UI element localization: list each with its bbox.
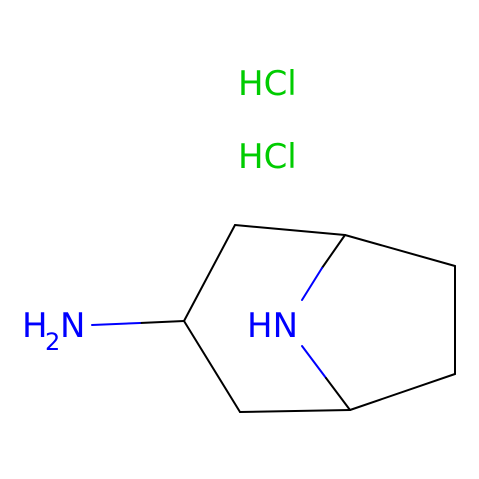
bond-c1-c7 bbox=[344, 234, 456, 267]
hcl-label-1: HCl bbox=[238, 64, 297, 104]
bond-n8-c5-nitrogen-half bbox=[301, 345, 327, 379]
bond-c3-nh2-nitrogen-half bbox=[91, 322, 141, 326]
bond-c3-nh2-carbon-half bbox=[139, 320, 185, 324]
amine-n: N bbox=[60, 306, 85, 346]
hcl-label-2: HCl bbox=[238, 137, 297, 177]
bond-c1-n8-nitrogen-half bbox=[301, 267, 323, 301]
bond-n8-c5-carbon-half bbox=[325, 377, 351, 411]
bond-group-carbon bbox=[183, 224, 456, 413]
bond-c3-c2 bbox=[183, 224, 236, 322]
bond-c4-c3 bbox=[183, 320, 241, 413]
bond-c6-c5 bbox=[349, 373, 456, 411]
bridge-nh-label: HN bbox=[247, 306, 298, 346]
amine-label: H 2 N bbox=[22, 306, 85, 356]
bond-c2-c1 bbox=[234, 224, 346, 236]
bond-group-nitrogen bbox=[91, 234, 351, 411]
amine-h-subscript: 2 bbox=[45, 328, 60, 356]
bond-c5-c4 bbox=[239, 409, 351, 413]
amine-h: H bbox=[22, 306, 48, 346]
bond-c1-n8-carbon-half bbox=[321, 234, 346, 269]
